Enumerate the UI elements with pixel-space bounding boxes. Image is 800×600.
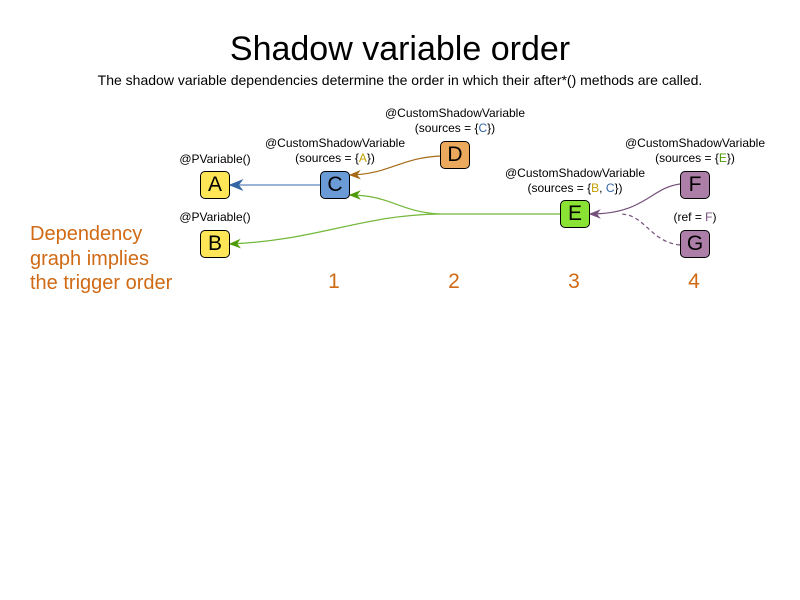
annotation-g: (ref = F)	[655, 210, 735, 225]
annotation-c-sources: (sources = {A})	[255, 151, 415, 166]
source-c: C	[605, 181, 615, 195]
source-b: B	[591, 181, 600, 195]
annotation-d-type: @CustomShadowVariable	[384, 106, 526, 120]
annotation-f-type: @CustomShadowVariable	[624, 136, 766, 150]
annotation-e-sources: (sources = {B, C})	[527, 181, 623, 195]
node-a[interactable]: A	[200, 171, 230, 199]
side-caption: Dependency graph implies the trigger ord…	[30, 222, 172, 296]
order-label-4: 4	[688, 270, 700, 293]
annotation-c-type: @CustomShadowVariable	[264, 136, 406, 150]
annotation-a: @PVariable()	[179, 152, 251, 166]
sources-suffix: })	[726, 151, 735, 165]
node-g[interactable]: G	[680, 230, 710, 258]
ref-prefix: (ref =	[673, 210, 706, 224]
annotation-f-sources: (sources = {E})	[615, 151, 775, 166]
side-caption-line: the trigger order	[30, 272, 173, 294]
annotation-e: @CustomShadowVariable (sources = {B, C})	[495, 166, 655, 196]
annotation-d: @CustomShadowVariable (sources = {C})	[375, 106, 535, 136]
diagram-subtitle: The shadow variable dependencies determi…	[97, 72, 703, 88]
edge-f-to-e	[588, 183, 681, 219]
edge-e-to-c	[348, 190, 560, 215]
sources-prefix: (sources = {	[527, 181, 592, 195]
node-f[interactable]: F	[680, 171, 710, 199]
ref-f: F	[705, 210, 713, 224]
diagram-title: Shadow variable order	[229, 30, 571, 68]
node-b[interactable]: B	[200, 230, 230, 258]
node-c[interactable]: C	[320, 171, 350, 199]
annotation-f: @CustomShadowVariable (sources = {E})	[615, 136, 775, 166]
sources-prefix: (sources = {	[414, 121, 479, 135]
edge-e-to-b	[228, 213, 441, 249]
annotation-b: @PVariable()	[179, 210, 251, 224]
source-c: C	[478, 121, 488, 135]
sources-prefix: (sources = {	[655, 151, 719, 165]
sources-suffix: })	[366, 151, 375, 165]
annotation-d-sources: (sources = {C})	[375, 121, 535, 136]
node-d[interactable]: D	[440, 141, 470, 169]
sources-prefix: (sources = {	[295, 151, 359, 165]
source-a: A	[358, 151, 367, 165]
order-label-2: 2	[448, 270, 460, 293]
annotation-e-type: @CustomShadowVariable	[504, 166, 646, 180]
annotation-c: @CustomShadowVariable (sources = {A})	[255, 136, 415, 166]
edge-g-to-e	[619, 213, 681, 246]
source-e: E	[718, 151, 727, 165]
node-e[interactable]: E	[560, 200, 590, 228]
order-label-3: 3	[568, 270, 580, 293]
side-caption-line: graph implies	[30, 247, 149, 270]
sources-suffix: })	[614, 181, 623, 195]
side-caption-line: Dependency	[30, 223, 143, 245]
ref-suffix: )	[712, 210, 717, 224]
sources-suffix: })	[487, 121, 496, 135]
edge-d-to-c	[348, 155, 441, 180]
order-label-1: 1	[328, 270, 340, 293]
